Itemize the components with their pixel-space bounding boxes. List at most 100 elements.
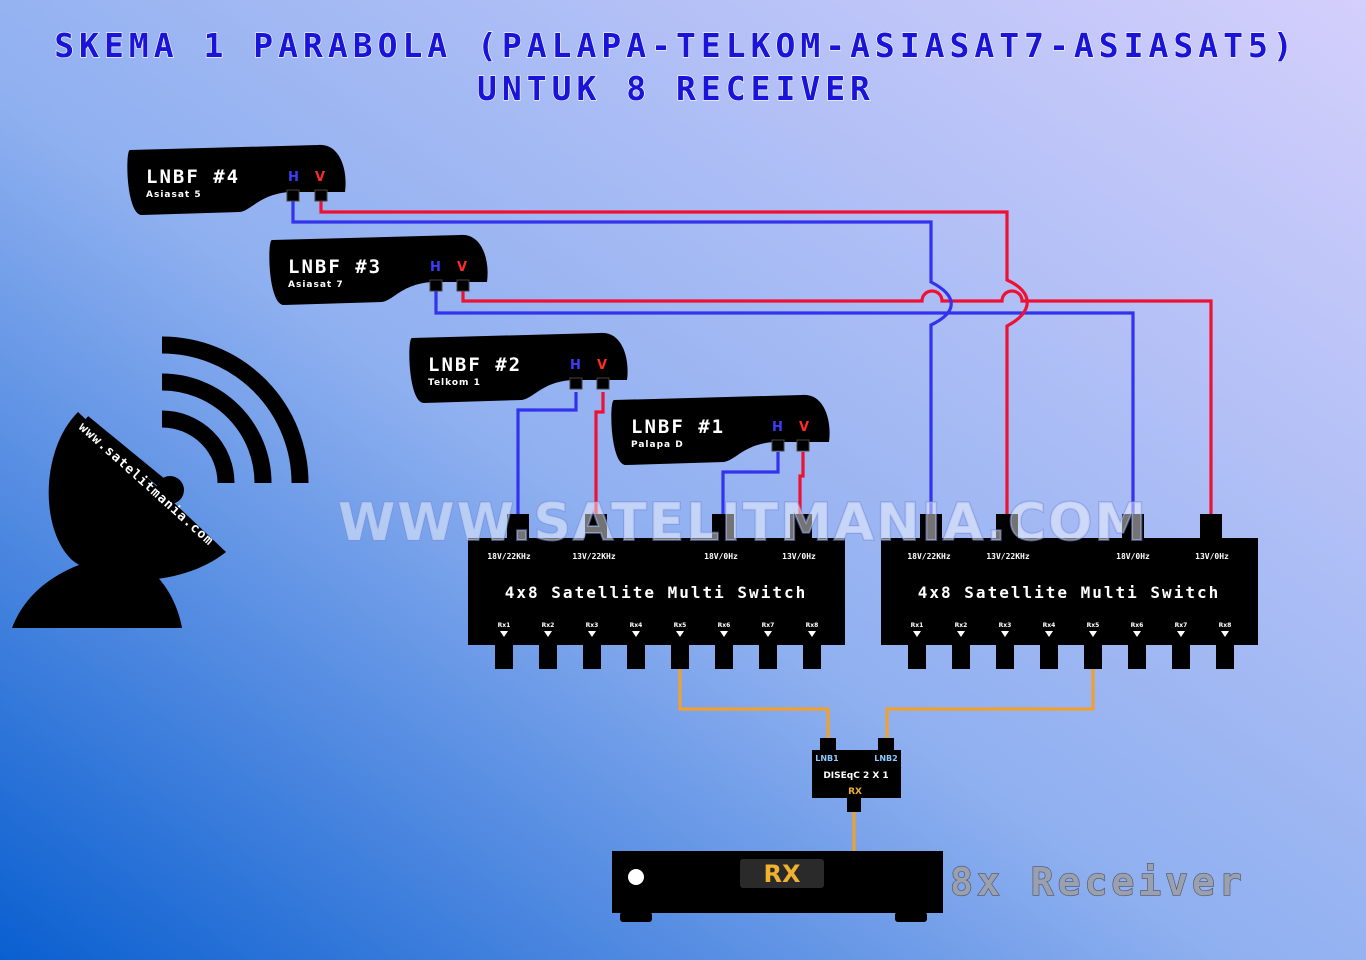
sw1-output-port bbox=[671, 644, 689, 669]
multiswitch-1: 18V/22KHz 13V/22KHz 18V/0Hz 13V/0Hz 4x8 … bbox=[468, 514, 845, 669]
diseqc-out-label: RX bbox=[848, 787, 862, 797]
lnb-3-name: LNBF #3 bbox=[288, 256, 382, 278]
cable-lnb2-v bbox=[594, 392, 605, 520]
receiver-foot bbox=[620, 912, 652, 922]
cable-lnb1-h bbox=[721, 452, 780, 520]
sw2-input-port bbox=[1122, 514, 1144, 540]
sw1-output-port bbox=[583, 644, 601, 669]
sw1-output-port bbox=[803, 644, 821, 669]
cable-lnb1-v bbox=[798, 452, 805, 520]
title-line-1: SKEMA 1 PARABOLA (PALAPA-TELKOM-ASIASAT7… bbox=[54, 26, 1297, 65]
diseqc-in2-label: LNB2 bbox=[874, 754, 897, 763]
sw1-output-port bbox=[759, 644, 777, 669]
receiver-display-text: RX bbox=[764, 860, 801, 888]
diseqc-in1-label: LNB1 bbox=[815, 754, 839, 763]
lnb-3-v-port bbox=[456, 279, 470, 292]
sw1-input-port bbox=[712, 514, 734, 540]
sw1-rx-label: Rx2 bbox=[542, 622, 555, 629]
lnb-4: LNBF #4 Asiasat 5 H V bbox=[127, 144, 346, 215]
sw1-name: 4x8 Satellite Multi Switch bbox=[505, 583, 807, 602]
sw2-output-port bbox=[1040, 644, 1058, 669]
lnb-2: LNBF #2 Telkom 1 H V bbox=[409, 332, 628, 403]
sw2-input-label: 18V/22KHz bbox=[907, 552, 951, 561]
lnb-1-name: LNBF #1 bbox=[631, 416, 725, 438]
sw1-rx-label: Rx1 bbox=[498, 622, 511, 629]
sw2-rx-label: Rx6 bbox=[1131, 622, 1144, 629]
sw2-input-label: 13V/0Hz bbox=[1195, 552, 1229, 561]
sw2-input-label: 13V/22KHz bbox=[986, 552, 1030, 561]
cable-lnb3-v bbox=[461, 289, 1213, 520]
watermark: WWW.SATELITMANIA.COM bbox=[338, 493, 1148, 553]
diseqc-in2-port bbox=[878, 738, 894, 752]
cable-lnb4-v bbox=[319, 198, 1029, 520]
sw1-body bbox=[468, 538, 845, 645]
sw2-output-port bbox=[1172, 644, 1190, 669]
sw1-output-port bbox=[715, 644, 733, 669]
sw2-rx-label: Rx7 bbox=[1175, 622, 1188, 629]
sw1-rx-label: Rx4 bbox=[630, 622, 643, 629]
lnb-2-h-label: H bbox=[570, 358, 581, 373]
diseqc-switch: LNB1 LNB2 DISEqC 2 X 1 RX bbox=[812, 738, 901, 812]
lnb-1-satellite: Palapa D bbox=[631, 440, 684, 450]
title-line-2: UNTUK 8 RECEIVER bbox=[477, 69, 875, 108]
lnb-4-name: LNBF #4 bbox=[146, 166, 240, 188]
sw2-output-port bbox=[1128, 644, 1146, 669]
sw1-rx-label: Rx6 bbox=[718, 622, 731, 629]
sw2-name: 4x8 Satellite Multi Switch bbox=[918, 583, 1220, 602]
lnb-3-h-port bbox=[429, 279, 443, 292]
lnb-1-v-label: V bbox=[799, 420, 809, 435]
sw2-input-label: 18V/0Hz bbox=[1116, 552, 1150, 561]
receiver-count-label: 8x Receiver bbox=[950, 860, 1246, 904]
sw1-input-label: 18V/22KHz bbox=[487, 552, 531, 561]
lnb-3-v-label: V bbox=[457, 260, 467, 275]
sw2-output-port bbox=[1216, 644, 1234, 669]
cable-lnb2-h bbox=[516, 392, 578, 520]
sw1-rx-label: Rx3 bbox=[586, 622, 599, 629]
sw2-rx-label: Rx8 bbox=[1219, 622, 1232, 629]
receiver-foot bbox=[895, 912, 927, 922]
diseqc-out-port bbox=[847, 796, 861, 812]
multiswitch-2: 18V/22KHz 13V/22KHz 18V/0Hz 13V/0Hz 4x8 … bbox=[881, 514, 1258, 669]
diseqc-in1-port bbox=[820, 738, 836, 752]
satellite-dish-icon: www.satelitmania.com bbox=[12, 336, 309, 628]
lnb-2-name: LNBF #2 bbox=[428, 354, 522, 376]
lnb-2-v-port bbox=[596, 377, 610, 390]
sw2-input-port bbox=[920, 514, 942, 540]
sw2-input-port bbox=[996, 514, 1018, 540]
sw2-output-port bbox=[952, 644, 970, 669]
lnb-4-v-port bbox=[314, 189, 328, 202]
sw2-rx-label: Rx4 bbox=[1043, 622, 1056, 629]
receiver-display bbox=[740, 859, 824, 888]
sw2-rx-label: Rx1 bbox=[911, 622, 924, 629]
lnb-2-v-label: V bbox=[597, 358, 607, 373]
sw1-input-label: 18V/0Hz bbox=[704, 552, 738, 561]
lnb-1-h-port bbox=[771, 439, 785, 452]
sw1-output-port bbox=[627, 644, 645, 669]
receiver: RX bbox=[612, 851, 943, 922]
sw1-rx-label: Rx5 bbox=[674, 622, 687, 629]
lnb-1-v-port bbox=[796, 439, 810, 452]
lnb-4-h-label: H bbox=[288, 170, 299, 185]
sw2-rx-label: Rx2 bbox=[955, 622, 968, 629]
sw2-outputs: Rx1 Rx2 Rx3 Rx4 Rx5 Rx6 Rx7 Rx8 bbox=[908, 622, 1234, 669]
sw1-input-port bbox=[585, 514, 607, 540]
lnb-3: LNBF #3 Asiasat 7 H V bbox=[269, 234, 488, 305]
sw1-rx-label: Rx7 bbox=[762, 622, 775, 629]
lnb-4-satellite: Asiasat 5 bbox=[146, 190, 202, 200]
lnb-3-satellite: Asiasat 7 bbox=[288, 280, 344, 290]
cable-sw1-rx5 bbox=[678, 662, 830, 742]
diseqc-name: DISEqC 2 X 1 bbox=[823, 771, 888, 781]
sw2-body bbox=[881, 538, 1258, 645]
sw1-outputs: Rx1 Rx2 Rx3 Rx4 Rx5 Rx6 Rx7 Rx8 bbox=[495, 622, 821, 669]
lnb-1-h-label: H bbox=[772, 420, 783, 435]
lnb-3-h-label: H bbox=[430, 260, 441, 275]
sw2-output-port bbox=[908, 644, 926, 669]
cables bbox=[291, 198, 1213, 852]
sw2-rx-label: Rx5 bbox=[1087, 622, 1100, 629]
sw1-input-port bbox=[790, 514, 812, 540]
cable-sw2-rx5 bbox=[885, 662, 1095, 742]
sw1-input-label: 13V/0Hz bbox=[782, 552, 816, 561]
sw1-output-port bbox=[539, 644, 557, 669]
